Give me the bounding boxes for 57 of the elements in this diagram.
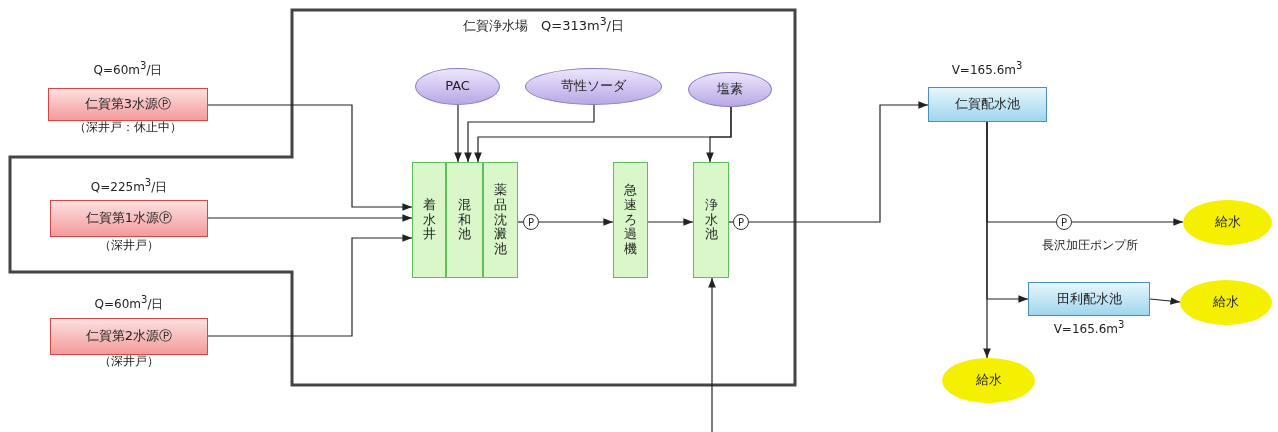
tank-box <box>446 162 483 278</box>
pump-circle <box>523 214 539 230</box>
node-caption: （深井戸：休止中） <box>74 121 182 135</box>
tank-box <box>693 162 729 278</box>
node-caption: Q=225m$^{3}$/日 <box>90 177 168 195</box>
node-label: 急速ろ過機 <box>624 182 637 258</box>
water-source-box <box>48 88 208 121</box>
flow-arrow <box>207 234 413 337</box>
connector-line <box>517 221 524 223</box>
node-label: 着水井 <box>422 197 436 243</box>
node-caption: Q=60m$^{3}$/日 <box>93 60 163 78</box>
tank-box <box>412 162 446 278</box>
node-label: 給水 <box>1213 295 1239 310</box>
water-source-box <box>50 318 208 355</box>
flow-arrow <box>647 218 694 226</box>
connector-line <box>728 221 734 223</box>
tank-box <box>613 162 648 278</box>
node-label: 仁賀第2水源Ⓟ <box>85 329 173 344</box>
flow-arrow <box>708 277 716 432</box>
flow-arrow <box>538 218 614 226</box>
flow-arrow <box>983 121 991 359</box>
node-caption: V=165.6m$^{3}$ <box>1053 319 1125 337</box>
node-label: 仁賀第1水源Ⓟ <box>85 211 173 226</box>
node-label: 浄水池 <box>704 197 718 243</box>
node-label: 薬品沈澱池 <box>494 182 507 258</box>
flow-arrow <box>207 104 413 211</box>
node-label: 仁賀第3水源Ⓟ <box>84 97 172 112</box>
water-source-box <box>50 200 208 237</box>
node-label: 混和池 <box>458 197 471 243</box>
flow-arrow <box>1149 297 1181 305</box>
node-caption: V=165.6m$^{3}$ <box>951 60 1023 78</box>
flow-arrow <box>454 104 462 163</box>
node-caption: 長沢加圧ポンプ所 <box>1042 239 1138 253</box>
flow-arrow <box>748 101 929 223</box>
node-label: 塩素 <box>717 82 743 97</box>
reservoir-box <box>928 87 1047 122</box>
node-caption: （深井戸） <box>99 355 159 369</box>
pump-symbol: P <box>528 216 534 228</box>
tank-box <box>483 162 518 278</box>
node-label: 給水 <box>1214 215 1241 230</box>
flow-arrow <box>706 106 732 163</box>
node-label: 苛性ソーダ <box>561 79 626 94</box>
pump-symbol: P <box>738 216 744 228</box>
node-label: 仁賀配水池 <box>955 97 1020 112</box>
pump-circle <box>1056 214 1072 230</box>
node-label: PAC <box>445 79 470 94</box>
flow-arrow <box>207 214 413 222</box>
node-label: 給水 <box>975 373 1002 388</box>
node-caption: Q=60m$^{3}$/日 <box>94 294 164 312</box>
flow-arrow <box>464 104 595 163</box>
plant-title: 仁賀浄水場 Q=313m$^{3}$/日 <box>463 16 624 34</box>
pump-circle <box>733 214 749 230</box>
flow-arrow <box>1071 218 1184 226</box>
reservoir-box <box>1028 282 1150 316</box>
node-label: 田利配水池 <box>1056 291 1122 307</box>
node-caption: （深井戸） <box>99 239 159 253</box>
pump-symbol: P <box>1061 216 1067 228</box>
